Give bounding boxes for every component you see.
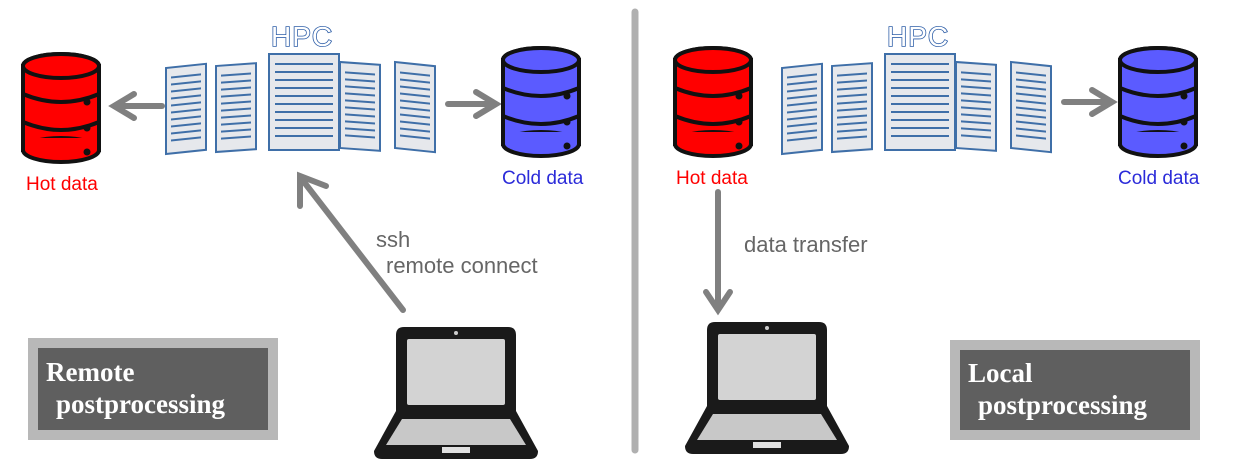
remote-postprocessing-box: Remote postprocessing: [28, 338, 278, 440]
local-panel: HPC Hot data Cold data data transfer: [673, 20, 1200, 454]
arrow-hpc-to-cold: [445, 89, 502, 119]
local-box-line1: Local: [968, 358, 1033, 388]
local-postprocessing-box: Local postprocessing: [950, 340, 1200, 440]
laptop-icon: [374, 327, 538, 459]
hot-data-label: Hot data: [676, 168, 748, 189]
local-box-line2: postprocessing: [978, 390, 1148, 420]
laptop-icon: [685, 322, 849, 454]
remote-connect-label: remote connect: [386, 253, 538, 278]
arrow-laptop-to-hpc: [297, 171, 406, 313]
hpc-server-cluster: [164, 53, 437, 156]
hot-data-database-icon: [21, 52, 101, 164]
arrow-hot-to-laptop: [703, 189, 733, 316]
cold-data-database-icon: [501, 46, 581, 158]
hot-data-database-icon: [673, 46, 753, 158]
remote-box-line2: postprocessing: [56, 389, 226, 419]
hpc-label: HPC: [271, 21, 333, 52]
ssh-label: ssh: [376, 227, 410, 252]
remote-box-line1: Remote: [46, 357, 134, 387]
arrow-hpc-to-cold: [1061, 87, 1118, 117]
hot-data-label: Hot data: [26, 174, 98, 195]
hpc-label: HPC: [887, 21, 949, 52]
hpc-server-cluster: [780, 53, 1053, 156]
cold-data-label: Cold data: [502, 168, 584, 189]
arrow-hpc-to-hot: [108, 91, 165, 121]
remote-panel: HPC Hot data Cold data ssh r: [21, 20, 584, 459]
data-transfer-label: data transfer: [744, 232, 868, 257]
cold-data-database-icon: [1118, 46, 1198, 158]
cold-data-label: Cold data: [1118, 168, 1200, 189]
